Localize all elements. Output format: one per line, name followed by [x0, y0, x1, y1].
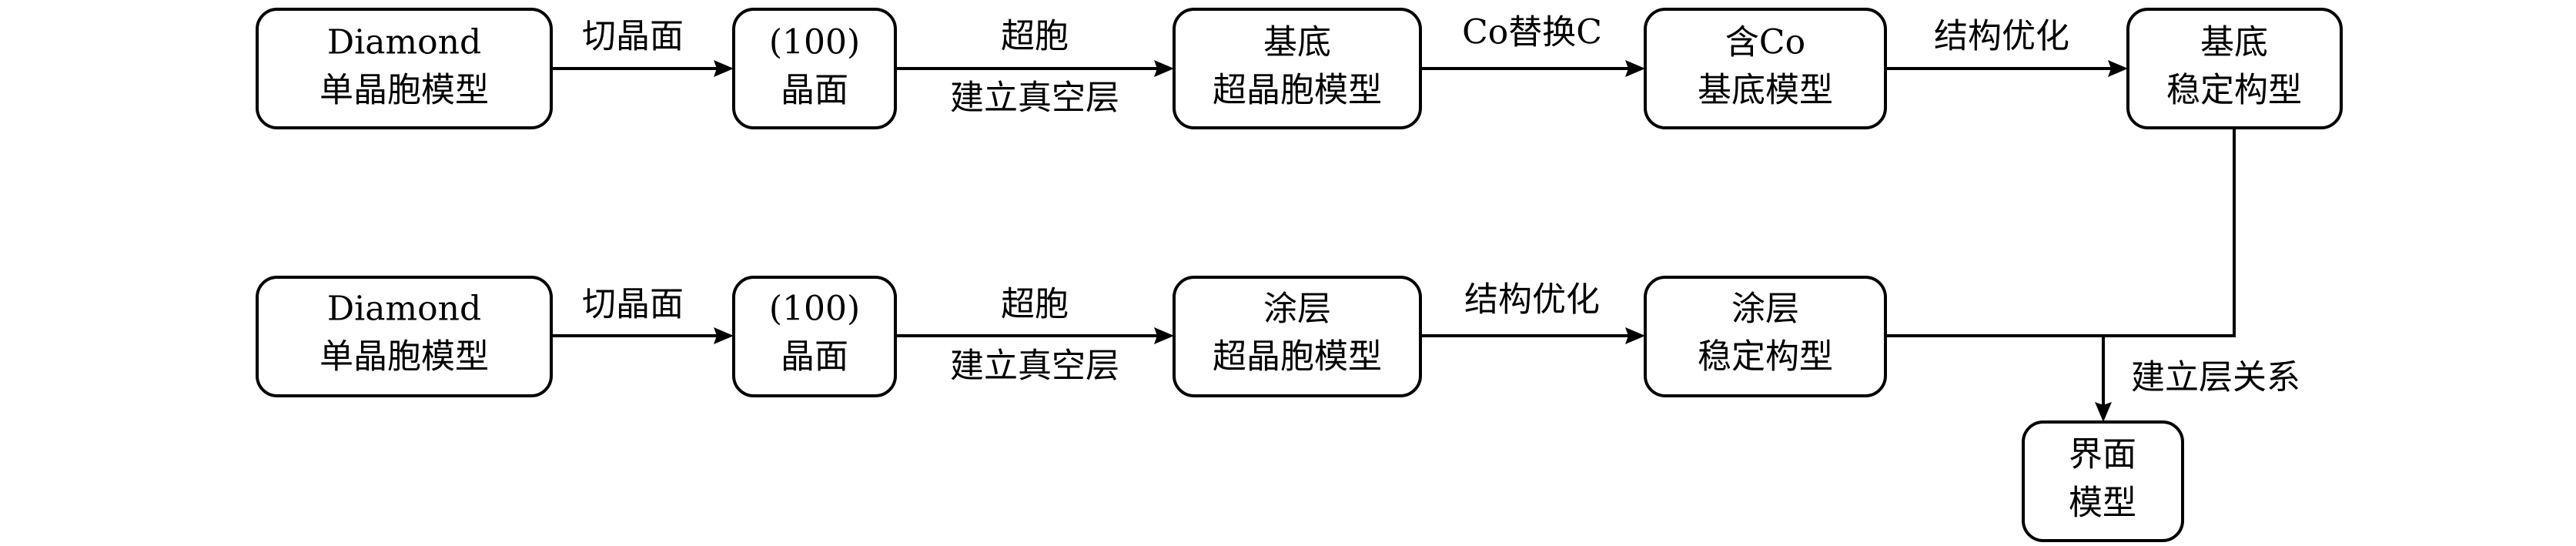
arrowhead-icon [1154, 60, 1174, 77]
row1-edge-cut-face [551, 60, 734, 77]
junction-to-interface-edge [2095, 336, 2112, 422]
interface-node: 界面 模型 [2022, 420, 2184, 542]
row2-coating-supercell-line1: 涂层 [1263, 290, 1331, 329]
row1-face100-line1: (100) [769, 23, 860, 62]
row2-edge-supercell [895, 327, 1174, 344]
row2-label-optimize: 结构优化 [1464, 280, 1600, 320]
row2-label-supercell-bottom: 建立真空层 [950, 347, 1119, 386]
row1-substrate-supercell-line2: 超晶胞模型 [1213, 71, 1382, 110]
row1-co-substrate-node: 含Co 基底模型 [1644, 8, 1887, 129]
row1-substrate-supercell-line1: 基底 [1263, 23, 1331, 62]
row1-label-cut-face: 切晶面 [582, 17, 684, 56]
row2-diamond-line1: Diamond [327, 290, 481, 329]
interface-line1: 界面 [2069, 435, 2136, 474]
row1-label-supercell-bottom: 建立真空层 [950, 79, 1119, 118]
row2-coating-stable-line1: 涂层 [1731, 290, 1799, 329]
row1-co-substrate-line1: 含Co [1725, 23, 1805, 62]
row1-substrate-supercell-node: 基底 超晶胞模型 [1173, 8, 1422, 129]
row1-diamond-line2: 单晶胞模型 [319, 71, 489, 110]
row1-edge-supercell [895, 60, 1174, 77]
row2-coating-supercell-node: 涂层 超晶胞模型 [1173, 276, 1422, 397]
row1-edge-co-replace [1420, 60, 1645, 77]
interface-line2: 模型 [2069, 484, 2136, 523]
arrowhead-icon [2108, 60, 2128, 77]
row1-label-optimize: 结构优化 [1934, 17, 2069, 56]
arrowhead-icon [2095, 402, 2112, 422]
row2-label-cut-face: 切晶面 [582, 285, 684, 324]
row1-label-co-replace: Co替换C [1462, 13, 1602, 52]
row1-substrate-stable-line1: 基底 [2200, 23, 2268, 62]
row2-coating-stable-node: 涂层 稳定构型 [1644, 276, 1887, 397]
arrowhead-icon [714, 60, 734, 77]
row1-edge-optimize [1885, 60, 2128, 77]
row1-co-substrate-line2: 基底模型 [1698, 71, 1833, 110]
row2-diamond-line2: 单晶胞模型 [319, 337, 489, 377]
row2-label-supercell-top: 超胞 [1001, 285, 1069, 324]
row2-coating-supercell-line2: 超晶胞模型 [1213, 337, 1382, 377]
row2-edge-optimize [1420, 327, 1645, 344]
row1-label-supercell-top: 超胞 [1001, 17, 1069, 56]
interface-edge-label: 建立层关系 [2131, 358, 2300, 397]
substrate-to-junction-connector [2103, 128, 2236, 337]
row2-face100-node: (100) 晶面 [732, 276, 897, 397]
row1-face100-line2: 晶面 [781, 71, 848, 110]
row1-substrate-stable-line2: 稳定构型 [2166, 71, 2302, 110]
row1-substrate-stable-node: 基底 稳定构型 [2126, 8, 2343, 129]
row1-diamond-node: Diamond 单晶胞模型 [256, 8, 553, 129]
row2-coating-stable-line2: 稳定构型 [1698, 337, 1833, 377]
row2-face100-line1: (100) [769, 290, 860, 329]
arrowhead-icon [1625, 327, 1645, 344]
arrowhead-icon [714, 327, 734, 344]
row1-diamond-line1: Diamond [327, 23, 481, 62]
arrowhead-icon [1625, 60, 1645, 77]
arrowhead-icon [1154, 327, 1174, 344]
row2-edge-cut-face [551, 327, 734, 344]
row1-face100-node: (100) 晶面 [732, 8, 897, 129]
row2-diamond-node: Diamond 单晶胞模型 [256, 276, 553, 397]
row2-face100-line2: 晶面 [781, 337, 848, 377]
